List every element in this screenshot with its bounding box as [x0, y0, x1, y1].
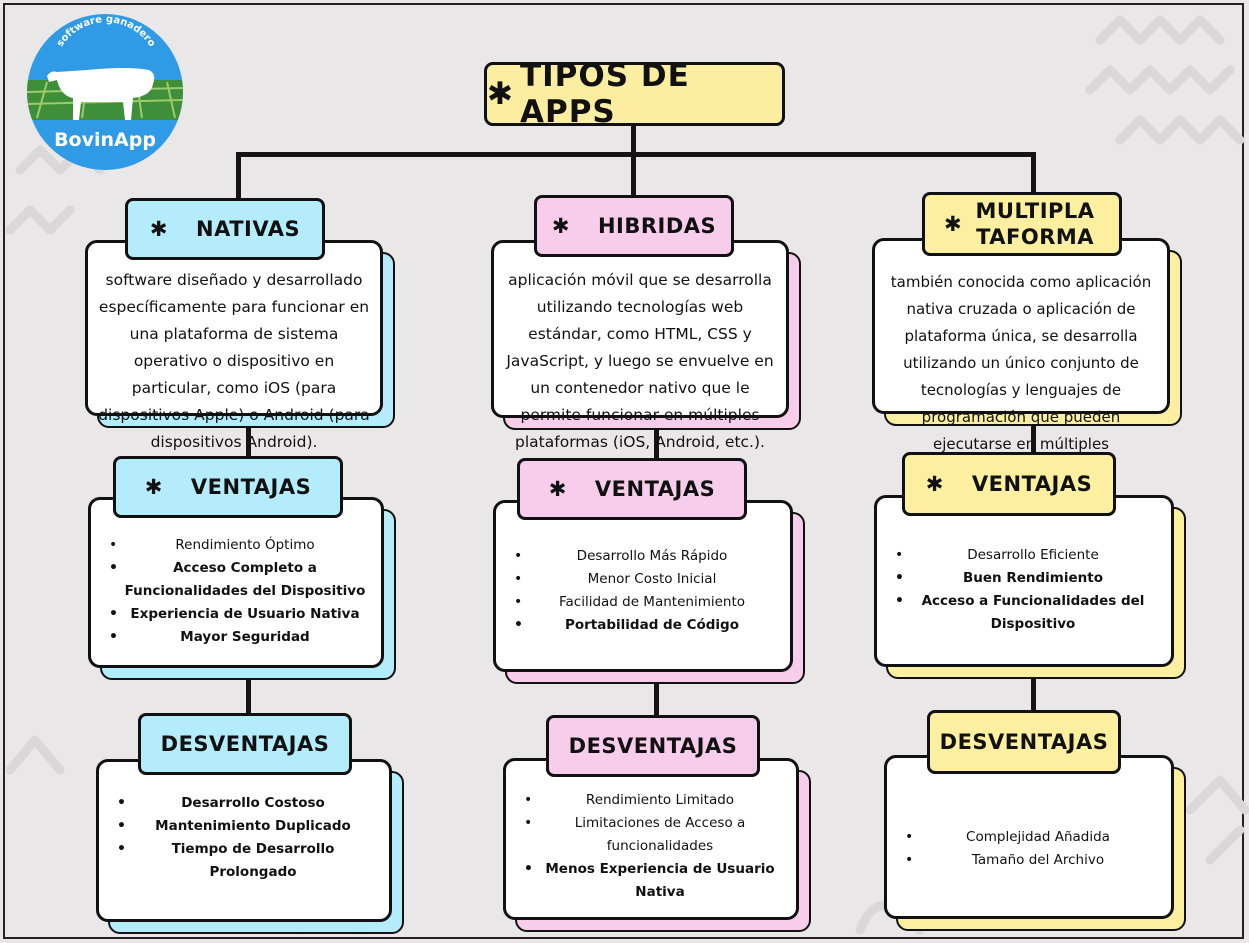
nativas-desventajas-card: Desarrollo Costoso Mantenimiento Duplica…: [96, 759, 404, 934]
list-item: Desarrollo Más Rápido: [510, 545, 776, 568]
connector: [1031, 152, 1036, 192]
hibridas-ventajas-card: Desarrollo Más Rápido Menor Costo Inicia…: [493, 500, 805, 684]
logo-name: BovinApp: [54, 129, 156, 151]
nativas-ventajas-list: Rendimiento Óptimo Acceso Completo a Fun…: [105, 534, 367, 649]
list-item: Desarrollo Costoso: [113, 792, 375, 815]
multiplataforma-ventajas-card: Desarrollo Eficiente Buen Rendimiento Ac…: [874, 495, 1186, 679]
list-item: Limitaciones de Acceso a funcionalidades: [520, 812, 782, 858]
list-item: Tamaño del Archivo: [901, 849, 1157, 872]
canvas-frame: [3, 3, 1244, 939]
list-item: Facilidad de Mantenimiento: [510, 591, 776, 614]
hibridas-description: aplicación móvil que se desarrolla utili…: [506, 271, 774, 451]
list-item: Portabilidad de Código: [510, 614, 776, 637]
connector: [1031, 665, 1036, 712]
connector: [236, 152, 241, 200]
asterisk-icon: ✱: [551, 214, 570, 238]
list-item: Acceso a Funcionalidades del Dispositivo: [891, 590, 1157, 636]
list-item: Buen Rendimiento: [891, 567, 1157, 590]
bovinapp-logo: software ganadero BovinApp: [27, 14, 183, 170]
asterisk-icon: ✱: [925, 472, 944, 496]
list-item: Mantenimiento Duplicado: [113, 815, 375, 838]
nativas-desventajas-label: DESVENTAJAS: [138, 713, 352, 775]
multiplataforma-desventajas-card: Complejidad Añadida Tamaño del Archivo: [884, 755, 1186, 931]
list-item: Mayor Seguridad: [105, 626, 367, 649]
connector: [654, 426, 659, 460]
hibridas-ventajas-label: ✱ VENTAJAS: [517, 458, 747, 520]
asterisk-icon: ✱: [144, 475, 163, 499]
list-item: Tiempo de Desarrollo Prolongado: [113, 838, 375, 884]
list-item: Rendimiento Óptimo: [105, 534, 367, 557]
nativas-heading: ✱ NATIVAS: [125, 198, 325, 260]
hibridas-desventajas-list: Rendimiento Limitado Limitaciones de Acc…: [520, 789, 782, 904]
connector: [246, 668, 251, 716]
connector: [631, 152, 636, 196]
multiplataforma-heading: ✱ MULTIPLA TAFORMA: [922, 192, 1122, 256]
connector: [654, 670, 659, 716]
multiplataforma-desventajas-label: DESVENTAJAS: [927, 710, 1121, 774]
hibridas-desventajas-label: DESVENTAJAS: [546, 715, 760, 777]
list-item: Rendimiento Limitado: [520, 789, 782, 812]
title-text: TIPOS DE APPS: [519, 58, 690, 130]
list-item: Complejidad Añadida: [901, 826, 1157, 849]
connector: [236, 152, 1036, 157]
connector: [246, 420, 251, 460]
hibridas-desventajas-card: Rendimiento Limitado Limitaciones de Acc…: [503, 758, 811, 932]
page-title: ✱ TIPOS DE APPS: [484, 58, 785, 130]
cow-icon: software ganadero BovinApp: [27, 14, 183, 151]
list-item: Experiencia de Usuario Nativa: [105, 603, 367, 626]
multiplataforma-ventajas-list: Desarrollo Eficiente Buen Rendimiento Ac…: [891, 544, 1157, 636]
list-item: Desarrollo Eficiente: [891, 544, 1157, 567]
nativas-ventajas-card: Rendimiento Óptimo Acceso Completo a Fun…: [88, 497, 396, 680]
list-item: Menos Experiencia de Usuario Nativa: [520, 858, 782, 904]
list-item: Menor Costo Inicial: [510, 568, 776, 591]
asterisk-icon: ✱: [548, 477, 567, 501]
hibridas-description-card: aplicación móvil que se desarrolla utili…: [491, 240, 801, 451]
hibridas-ventajas-list: Desarrollo Más Rápido Menor Costo Inicia…: [510, 545, 776, 637]
nativas-desventajas-list: Desarrollo Costoso Mantenimiento Duplica…: [113, 792, 375, 884]
nativas-ventajas-label: ✱ VENTAJAS: [113, 456, 343, 518]
multiplataforma-desventajas-list: Complejidad Añadida Tamaño del Archivo: [901, 826, 1157, 872]
asterisk-icon: ✱: [487, 76, 514, 112]
connector: [631, 125, 636, 155]
asterisk-icon: ✱: [943, 212, 963, 236]
connector: [1031, 425, 1036, 455]
list-item: Acceso Completo a Funcionalidades del Di…: [105, 557, 367, 603]
multiplataforma-description-card: también conocida como aplicación nativa …: [872, 238, 1182, 480]
nativas-description-card: software diseñado y desarrollado específ…: [85, 240, 395, 451]
asterisk-icon: ✱: [149, 217, 169, 241]
hibridas-heading: ✱ HIBRIDAS: [534, 195, 734, 257]
nativas-description: software diseñado y desarrollado específ…: [98, 271, 370, 451]
multiplataforma-ventajas-label: ✱ VENTAJAS: [902, 452, 1116, 516]
